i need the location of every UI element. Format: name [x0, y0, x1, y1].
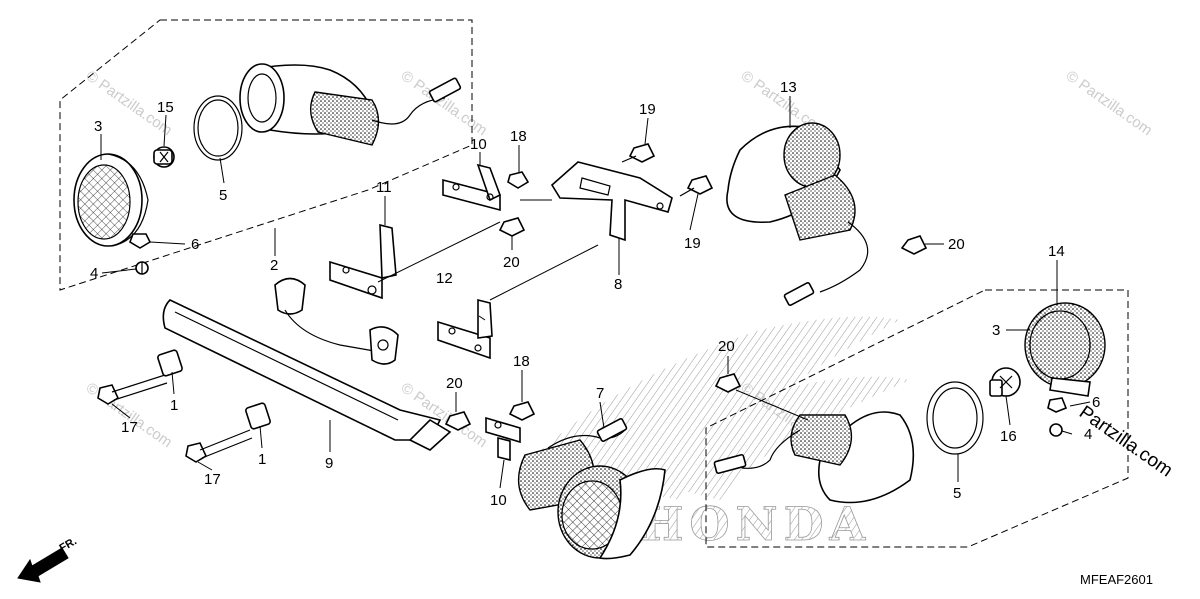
honda-wing-logo	[520, 316, 910, 500]
callout-18: 18	[510, 128, 527, 145]
callout-20: 20	[503, 254, 520, 271]
callout-19: 19	[684, 235, 701, 252]
callout-5: 5	[219, 187, 227, 204]
callout-6: 6	[1092, 394, 1100, 411]
callout-3: 3	[992, 322, 1000, 339]
callout-5: 5	[953, 485, 961, 502]
front-left-turn-signal	[726, 122, 928, 306]
callout-13: 13	[780, 79, 797, 96]
callout-10: 10	[490, 492, 507, 509]
callout-17: 17	[121, 419, 138, 436]
callout-20: 20	[446, 375, 463, 392]
mounting-bolts	[97, 349, 271, 463]
leader-lines	[100, 96, 1091, 489]
diagram-code: MFEAF2601	[1080, 572, 1153, 587]
watermark-text: © Partzilla.com	[1063, 67, 1156, 139]
callout-3: 3	[94, 118, 102, 135]
group-box-right-front	[705, 289, 1129, 548]
callout-1: 1	[170, 397, 178, 414]
front-direction-label: FR.	[58, 535, 79, 554]
callout-labels: 3 15 5 6 4 2 11 10 18 19 19 20 8 12 13 2…	[90, 79, 1100, 509]
callout-15: 15	[157, 99, 174, 116]
group-box-left-rear	[59, 19, 473, 291]
callout-7: 7	[596, 385, 604, 402]
honda-logo-text: HONDA	[640, 497, 871, 551]
callout-14: 14	[1048, 243, 1065, 260]
callout-4: 4	[1084, 426, 1092, 443]
callout-11: 11	[376, 179, 392, 196]
callout-10: 10	[470, 136, 487, 153]
callout-8: 8	[614, 276, 622, 293]
watermark-text: © Partzilla.com	[398, 67, 491, 139]
front-right-turn-signal	[713, 302, 1106, 504]
callout-4: 4	[90, 265, 98, 282]
front-direction-arrow: FR.	[17, 535, 79, 583]
callout-17: 17	[204, 471, 221, 488]
callout-12: 12	[436, 270, 453, 287]
center-brackets	[329, 143, 714, 462]
callout-20: 20	[718, 338, 735, 355]
callout-18: 18	[513, 353, 530, 370]
callout-1: 1	[258, 451, 266, 468]
callout-19: 19	[639, 101, 656, 118]
signal-mount-bar	[162, 277, 452, 451]
callout-20: 20	[948, 236, 965, 253]
callout-9: 9	[325, 455, 333, 472]
rear-right-turn-signal	[517, 418, 666, 560]
watermark-text: © Partzilla.com	[83, 379, 176, 451]
callout-2: 2	[270, 257, 278, 274]
rear-left-turn-signal	[73, 63, 462, 275]
callout-6: 6	[191, 236, 199, 253]
callout-16: 16	[1000, 428, 1017, 445]
